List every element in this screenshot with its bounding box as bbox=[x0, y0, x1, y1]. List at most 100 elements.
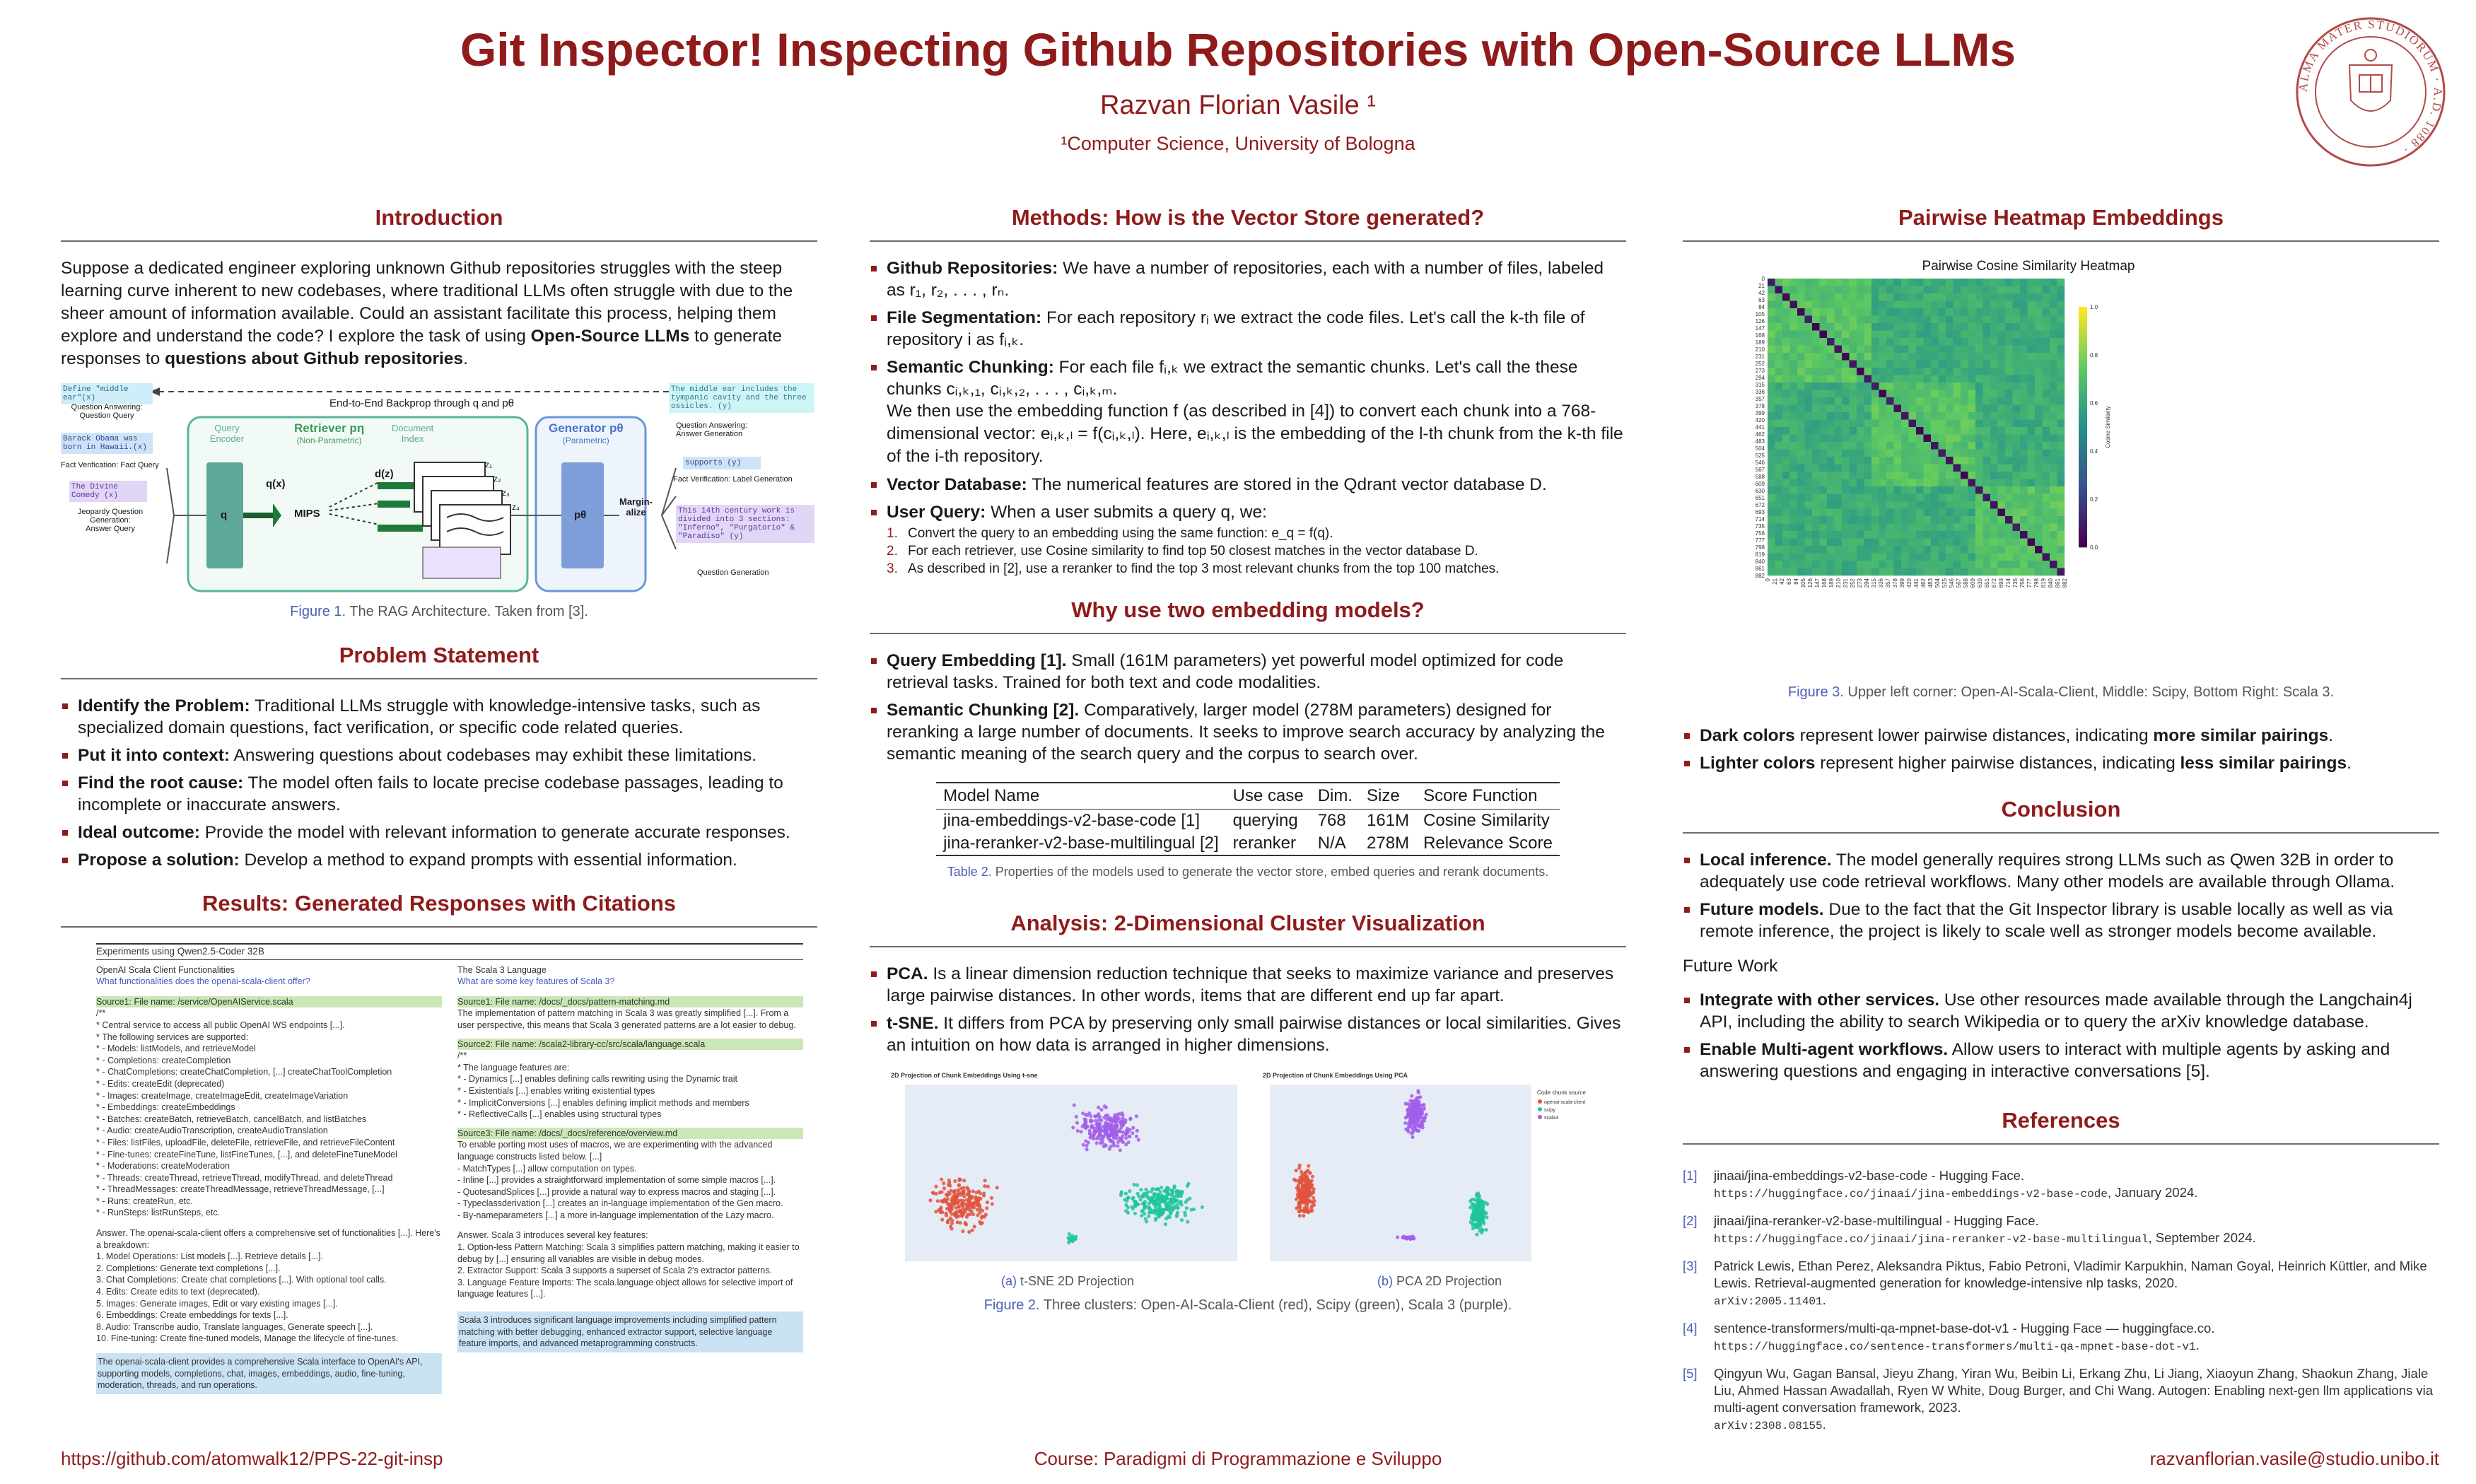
heatmap-cell bbox=[1812, 442, 1820, 450]
scatter-point bbox=[1174, 1199, 1178, 1204]
heatmap-cell bbox=[2042, 501, 2050, 509]
heatmap-cell bbox=[1908, 464, 1917, 472]
footer-email[interactable]: razvanflorian.vasile@studio.unibo.it bbox=[2149, 1448, 2439, 1469]
heatmap-cell bbox=[1871, 493, 1879, 502]
heatmap-cell bbox=[1789, 368, 1798, 375]
heatmap-cell bbox=[1842, 279, 1850, 286]
colorbar-segment bbox=[2079, 503, 2087, 508]
heatmap-cell bbox=[1946, 286, 1954, 294]
heatmap-cell bbox=[1842, 345, 1850, 354]
heatmap-cell bbox=[1990, 434, 1998, 443]
heatmap-cell bbox=[2012, 323, 2021, 331]
heatmap-cell bbox=[2012, 546, 2021, 554]
colorbar-segment bbox=[2079, 403, 2087, 407]
scatter-point bbox=[1169, 1197, 1173, 1201]
reference-link[interactable]: https://huggingface.co/jinaai/jina-reran… bbox=[1714, 1233, 2149, 1246]
heatmap-cell bbox=[1812, 516, 1820, 524]
heatmap-cell bbox=[1804, 427, 1813, 435]
problem-item: Identify the Problem: Traditional LLMs s… bbox=[61, 695, 817, 739]
heatmap-cell bbox=[1961, 553, 1968, 561]
heatmap-cell bbox=[1901, 419, 1909, 428]
heatmap-cell bbox=[1938, 442, 1946, 450]
heatmap-cell bbox=[1827, 561, 1835, 568]
heatmap-cell bbox=[1864, 404, 1872, 413]
heatmap-cell bbox=[1775, 323, 1783, 331]
scatter-point bbox=[1070, 1238, 1075, 1242]
heatmap-cell bbox=[1968, 561, 1976, 568]
heatmap-cell bbox=[1857, 330, 1864, 339]
heatmap-cell bbox=[1789, 553, 1798, 561]
heatmap-cell bbox=[2057, 286, 2065, 294]
colorbar-segment bbox=[2079, 475, 2087, 479]
heatmap-cell bbox=[2057, 523, 2065, 532]
right-summary: Scala 3 introduces significant language … bbox=[457, 1311, 803, 1352]
heatmap-cell bbox=[1871, 315, 1879, 324]
colorbar-segment bbox=[2079, 363, 2087, 368]
heatmap-cell bbox=[2012, 353, 2021, 361]
heatmap-cell bbox=[1864, 323, 1872, 331]
reference-link[interactable]: arXiv:2308.08155 bbox=[1714, 1420, 1823, 1432]
reference-link[interactable]: arXiv:2005.11401 bbox=[1714, 1295, 1823, 1308]
heatmap-cell bbox=[1975, 390, 1983, 398]
heatmap-cell bbox=[2035, 375, 2043, 383]
heatmap-cell bbox=[2027, 427, 2036, 435]
heatmap-cell bbox=[1975, 375, 1983, 383]
heatmap-cell bbox=[1931, 531, 1939, 539]
scatter-point bbox=[972, 1225, 976, 1229]
heatmap-cell bbox=[1819, 375, 1828, 383]
scatter-point bbox=[1401, 1235, 1406, 1240]
heatmap-cell bbox=[1804, 568, 1813, 576]
heatmap-cell bbox=[1975, 479, 1983, 487]
scatter-point bbox=[1170, 1208, 1174, 1213]
scatter-point bbox=[1111, 1128, 1116, 1133]
heatmap-cell bbox=[2050, 464, 2057, 472]
heatmap-cell bbox=[1961, 472, 1968, 479]
heatmap-cell bbox=[1871, 449, 1879, 457]
heatmap-cell bbox=[2012, 412, 2021, 420]
heatmap-cell bbox=[1938, 390, 1946, 398]
heatmap-cell bbox=[1953, 286, 1961, 294]
rag-define-input: Define "middle ear"(x) bbox=[61, 383, 153, 404]
results-right: The Scala 3 Language What are some key f… bbox=[457, 964, 803, 1394]
heatmap-cell bbox=[1908, 293, 1917, 301]
heatmap-cell bbox=[1812, 338, 1820, 346]
heatmap-cell bbox=[1901, 553, 1909, 561]
heatmap-cell bbox=[2020, 442, 2028, 450]
heatmap-cell bbox=[1842, 353, 1850, 361]
scatter-point bbox=[1108, 1139, 1113, 1143]
scatter-point bbox=[954, 1205, 958, 1210]
scatter-point bbox=[1079, 1130, 1083, 1134]
future-work-item: Integrate with other services. Use other… bbox=[1683, 989, 2439, 1033]
heatmap-cell bbox=[2035, 449, 2043, 457]
heatmap-cell bbox=[2050, 279, 2057, 286]
scatter-point bbox=[1165, 1191, 1169, 1195]
heatmap-y-tick: 105 bbox=[1756, 311, 1765, 317]
heatmap-cell bbox=[1975, 486, 1983, 494]
heatmap-cell bbox=[1804, 434, 1813, 443]
heatmap-cell bbox=[1804, 486, 1813, 494]
heatmap-cell bbox=[2020, 427, 2028, 435]
scatter-point bbox=[1111, 1135, 1116, 1140]
scatter-point bbox=[1158, 1190, 1162, 1194]
heatmap-cell bbox=[1879, 382, 1887, 390]
heatmap-cell bbox=[1997, 353, 2006, 361]
heatmap-cell bbox=[2042, 308, 2050, 316]
heatmap-cell bbox=[1893, 300, 1902, 309]
section-title-heatmap: Pairwise Heatmap Embeddings bbox=[1683, 205, 2439, 242]
heatmap-cell bbox=[1893, 442, 1902, 450]
heatmap-cell bbox=[1908, 449, 1917, 457]
footer-repo-link[interactable]: https://github.com/atomwalk12/PPS-22-git… bbox=[61, 1448, 443, 1469]
heatmap-cell bbox=[1901, 375, 1909, 383]
rag-obama-input: Barack Obama was born in Hawaii.(x) bbox=[61, 433, 153, 454]
scatter-point bbox=[1403, 1102, 1408, 1106]
scatter-point bbox=[960, 1213, 964, 1217]
heatmap-y-tick: 273 bbox=[1756, 368, 1765, 374]
reference-link[interactable]: https://huggingface.co/sentence-transfor… bbox=[1714, 1340, 2196, 1353]
reference-link[interactable]: https://huggingface.co/jinaai/jina-embed… bbox=[1714, 1188, 2108, 1200]
scatter-point bbox=[1485, 1202, 1490, 1206]
scatter-point bbox=[971, 1189, 975, 1193]
heatmap-cell bbox=[1827, 390, 1835, 398]
heatmap-cell bbox=[1819, 419, 1828, 428]
heatmap-cell bbox=[1982, 279, 1991, 286]
scatter-point bbox=[938, 1207, 942, 1212]
